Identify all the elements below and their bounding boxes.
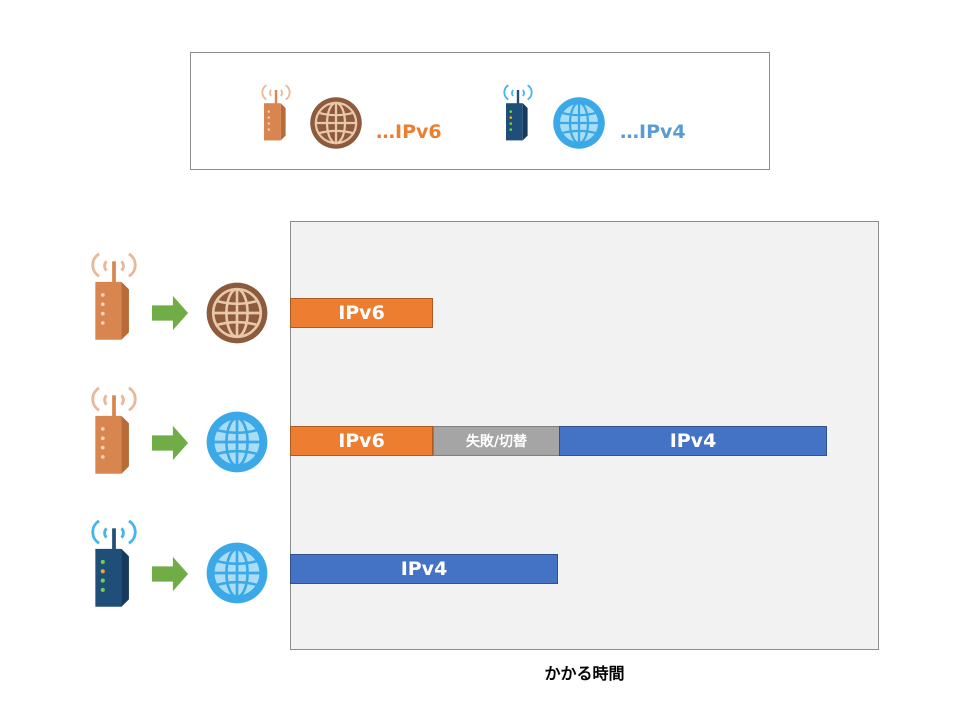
router-ipv4-icon	[86, 505, 142, 617]
bar-row3-ipv4: IPv4	[290, 554, 558, 584]
bar-row2-ipv4: IPv4	[559, 426, 827, 456]
globe-ipv4-icon	[551, 95, 607, 151]
legend-ipv6-label: …IPv6	[376, 121, 442, 143]
bar-row2-fallback: 失敗/切替	[433, 426, 560, 456]
legend-box	[190, 52, 770, 170]
router-ipv4-icon	[500, 72, 536, 150]
globe-ipv4-icon	[204, 409, 270, 475]
arrow-right-icon	[152, 555, 190, 593]
bar-row2-ipv6: IPv6	[290, 426, 433, 456]
arrow-right-icon	[152, 294, 190, 332]
router-ipv6-icon	[86, 238, 142, 350]
arrow-right-icon	[152, 424, 190, 462]
x-axis-label: かかる時間	[544, 664, 625, 683]
legend-ipv4-label: …IPv4	[620, 121, 686, 143]
bar-row1-ipv6: IPv6	[290, 298, 433, 328]
router-ipv6-icon	[258, 72, 294, 150]
globe-ipv6-icon	[308, 95, 364, 151]
router-ipv6-icon	[86, 372, 142, 484]
globe-ipv6-icon	[204, 280, 270, 346]
globe-ipv4-icon	[204, 540, 270, 606]
